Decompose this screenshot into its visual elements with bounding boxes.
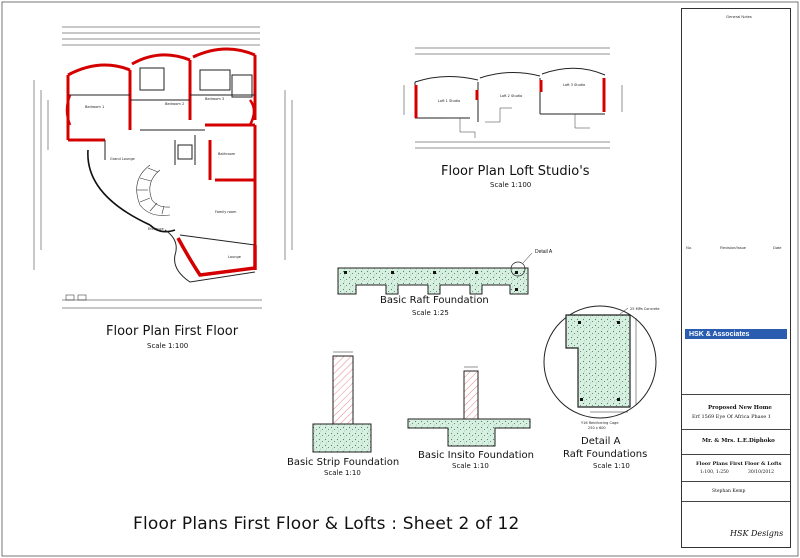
exterior-walls: [66, 47, 257, 245]
dimension-lines-left: [33, 80, 49, 270]
dimension-lines-bottom: [62, 299, 262, 309]
drawing-title: Floor Plans First Floor & Lofts: [696, 461, 782, 467]
loft-stairs: [445, 107, 590, 138]
first-floor-title: Floor Plan First Floor: [106, 324, 239, 339]
svg-text:Loft 3 Studio: Loft 3 Studio: [563, 83, 585, 87]
svg-text:Loft 1 Studio: Loft 1 Studio: [438, 99, 460, 103]
loft-title: Floor Plan Loft Studio's: [441, 164, 590, 179]
detail-a-subtitle: Raft Foundations: [563, 449, 648, 460]
svg-text:Bedroom 3: Bedroom 3: [205, 97, 224, 101]
living-area: [164, 229, 256, 283]
spiral-stair: [136, 164, 171, 216]
drawn-by: Stephan Kemp: [712, 489, 746, 494]
svg-text:Lounge: Lounge: [228, 255, 241, 259]
project-address: Erf 1569 Eye Of Africa Phase 1: [692, 414, 771, 420]
strip-title: Basic Strip Foundation: [287, 457, 400, 468]
svg-text:Grand Lounge: Grand Lounge: [110, 157, 135, 161]
svg-text:Bedroom 1: Bedroom 1: [85, 105, 104, 109]
balcony-wall: [176, 237, 257, 277]
svg-text:Entrance: Entrance: [148, 227, 164, 231]
signature: HSK Designs: [730, 529, 784, 538]
strip-foundation: [312, 351, 372, 453]
svg-text:Bedroom 2: Bedroom 2: [165, 102, 184, 106]
scale-value: 1:100, 1:250: [700, 470, 729, 475]
detail-a-callout: Detail A: [535, 249, 553, 255]
raft-foundation: [337, 252, 533, 295]
loft-red-walls: [414, 78, 606, 118]
dimension-lines-top: [62, 26, 260, 46]
general-notes-label: General Notes: [726, 14, 752, 19]
svg-text:Y16 Reinforcing Cage: Y16 Reinforcing Cage: [581, 421, 618, 425]
svg-text:25 MPa Concrete: 25 MPa Concrete: [630, 307, 660, 311]
interior-walls: [68, 67, 255, 165]
detail-a-title: Detail A: [581, 436, 621, 447]
first-floor-scale: Scale 1:100: [147, 342, 189, 350]
revision-date-label: Date: [773, 245, 782, 250]
dimension-lines-right: [284, 90, 293, 260]
loft-scale: Scale 1:100: [490, 181, 532, 189]
detail-a-marker: [510, 261, 526, 277]
loft-plan: Loft 1 Studio Loft 2 Studio Loft 3 Studi…: [403, 47, 623, 149]
client-name: Mr. & Mrs. L.E.Diphoko: [702, 438, 775, 444]
detail-a: 25 MPa Concrete Y16 Reinforcing Cage 250…: [543, 305, 660, 430]
project-name: Proposed New Home: [708, 405, 772, 411]
sheet-title: Floor Plans First Floor & Lofts : Sheet …: [133, 514, 520, 534]
insito-scale: Scale 1:10: [452, 462, 489, 470]
curved-gallery: [87, 149, 176, 233]
strip-scale: Scale 1:10: [324, 469, 361, 477]
insito-title: Basic Insito Foundation: [418, 450, 534, 461]
revision-desc-label: Revision/Issue: [720, 245, 747, 250]
svg-text:250 x 600: 250 x 600: [588, 426, 606, 430]
date-value: 30/10/2012: [748, 470, 774, 475]
revision-no-label: No.: [686, 245, 693, 250]
raft-scale: Scale 1:25: [412, 309, 449, 317]
detail-a-scale: Scale 1:10: [593, 462, 630, 470]
svg-text:Bathroom: Bathroom: [218, 152, 236, 156]
first-floor-plan: Bedroom 1 Bedroom 2 Bedroom 3 Grand Loun…: [33, 26, 293, 309]
svg-text:Loft 2 Studio: Loft 2 Studio: [500, 94, 522, 98]
loft-dimension-lines: [403, 47, 623, 149]
title-block: General Notes No. Revision/Issue Date HS…: [681, 8, 791, 548]
firm-banner: HSK & Associates: [685, 329, 787, 339]
raft-title: Basic Raft Foundation: [380, 295, 489, 306]
insito-foundation: [407, 366, 531, 447]
svg-text:Family room: Family room: [215, 210, 237, 214]
